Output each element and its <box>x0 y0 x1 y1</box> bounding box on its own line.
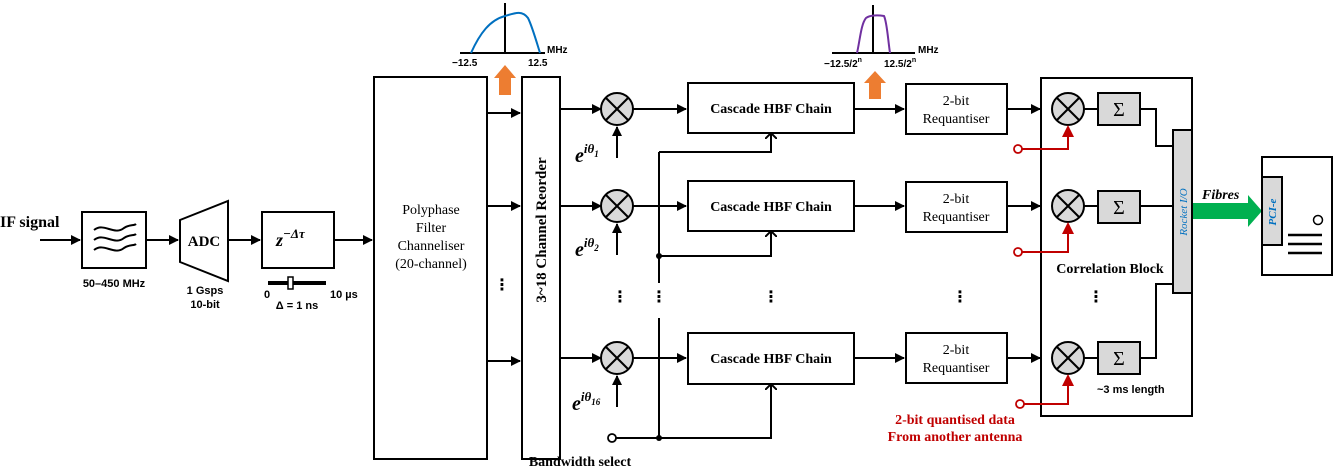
hbf-ellipsis: ⋮ <box>763 289 779 306</box>
adc-block <box>179 199 229 283</box>
delay-slider-thumb[interactable] <box>287 276 294 290</box>
narrow-spectrum-unit: MHz <box>918 45 939 56</box>
accumulator-2-symbol: Σ <box>1113 197 1125 219</box>
requantiser-1-line1: 2-bit <box>943 94 970 109</box>
correlation-ellipsis: ⋮ <box>1088 289 1104 306</box>
rocket-io-label: Rocket I/O <box>1178 188 1190 236</box>
bandwidth-select-label: Bandwidth select <box>529 455 632 470</box>
mixer-16 <box>600 341 634 375</box>
pcie-card <box>1261 176 1283 246</box>
requantiser-ellipsis: ⋮ <box>952 289 968 306</box>
hbf-chain-16-label: Cascade HBF Chain <box>710 352 832 367</box>
channel-reorder-label: 3~18 Channel Reorder <box>534 157 550 303</box>
wide-spectrum-right-tick: 12.5 <box>528 58 548 69</box>
bandwidth-select-input[interactable] <box>607 433 617 443</box>
polyphase-channeliser-block <box>373 76 488 460</box>
channeliser-line-4: (20-channel) <box>395 257 467 272</box>
correlator-multiplier-16 <box>1051 341 1085 375</box>
wide-spectrum-unit: MHz <box>547 45 568 56</box>
correlator-multiplier-1 <box>1051 92 1085 126</box>
narrow-spectrum-inset: −12.5/2n 12.5/2n MHz <box>824 5 939 70</box>
narrow-spectrum-left-tick: −12.5/2n <box>824 57 862 70</box>
channeliser-line-2: Filter <box>416 221 447 236</box>
requantiser-2-line2: Requantiser <box>923 210 990 225</box>
channel-reorder-block <box>521 76 561 460</box>
if-signal-label: IF signal <box>0 214 60 231</box>
power-indicator-icon <box>1312 214 1324 226</box>
narrow-spectrum-right-tick: 12.5/2n <box>884 57 916 70</box>
correlator-multiplier-2 <box>1051 189 1085 223</box>
accumulator-1-symbol: Σ <box>1113 99 1125 121</box>
hbf-chain-2 <box>687 180 855 232</box>
adc-label: ADC <box>188 234 221 250</box>
pcie-label: PCI-e <box>1267 198 1279 225</box>
hbf-chain-1-label: Cascade HBF Chain <box>710 102 832 117</box>
hbf-chain-2-label: Cascade HBF Chain <box>710 200 832 215</box>
filter-wave-icon <box>93 223 137 232</box>
other-antenna-label-2: From another antenna <box>888 430 1023 445</box>
fibres-label: Fibres <box>1201 188 1240 203</box>
wide-spectrum-inset: −12.5 12.5 MHz <box>452 3 568 69</box>
requantiser-1 <box>905 83 1008 135</box>
mixer-1 <box>600 92 634 126</box>
channeliser-line-1: Polyphase <box>402 203 460 218</box>
accumulator-16-symbol: Σ <box>1113 348 1125 370</box>
delay-label: z−Δτ <box>275 226 306 250</box>
accumulator-1 <box>1097 92 1141 126</box>
adc-bits: 10-bit <box>190 299 220 311</box>
mixer-ellipsis: ⋮ <box>612 289 628 306</box>
phase-label-1: eiθ1 <box>575 141 599 167</box>
delay-slider-max: 10 µs <box>330 289 358 301</box>
other-antenna-input-2[interactable] <box>1013 247 1023 257</box>
other-antenna-input-1[interactable] <box>1013 144 1023 154</box>
narrow-spectrum-arrow-icon <box>864 71 886 99</box>
requantiser-1-line2: Requantiser <box>923 112 990 127</box>
bus-ellipsis: ⋮ <box>651 289 667 306</box>
correlation-block-title: Correlation Block <box>1056 262 1164 277</box>
rocket-io-block <box>1172 129 1193 294</box>
delay-slider-min: 0 <box>264 289 270 301</box>
channeliser-line-3: Channeliser <box>398 239 465 254</box>
mixer-2 <box>600 189 634 223</box>
phase-label-16: eiθ16 <box>572 389 601 415</box>
delay-block <box>261 211 335 269</box>
wide-spectrum-arrow-icon <box>494 65 516 95</box>
requantiser-16 <box>905 332 1008 384</box>
requantiser-16-line1: 2-bit <box>943 343 970 358</box>
phase-label-2: eiθ2 <box>575 235 599 261</box>
integration-length-label: ~3 ms length <box>1097 384 1165 396</box>
requantiser-16-line2: Requantiser <box>923 361 990 376</box>
fibres-arrow-icon <box>1193 195 1262 227</box>
bandpass-caption: 50–450 MHz <box>83 278 146 290</box>
bandpass-filter-block <box>81 211 147 269</box>
requantiser-2 <box>905 181 1008 233</box>
adc-rate: 1 Gsps <box>187 285 224 297</box>
wide-spectrum-left-tick: −12.5 <box>452 58 478 69</box>
requantiser-2-line1: 2-bit <box>943 192 970 207</box>
delay-slider-step: Δ = 1 ns <box>276 300 318 312</box>
hbf-chain-1 <box>687 82 855 134</box>
other-antenna-input-16[interactable] <box>1015 399 1025 409</box>
channeliser-ellipsis: ⋮ <box>494 277 510 294</box>
other-antenna-label-1: 2-bit quantised data <box>895 413 1015 428</box>
